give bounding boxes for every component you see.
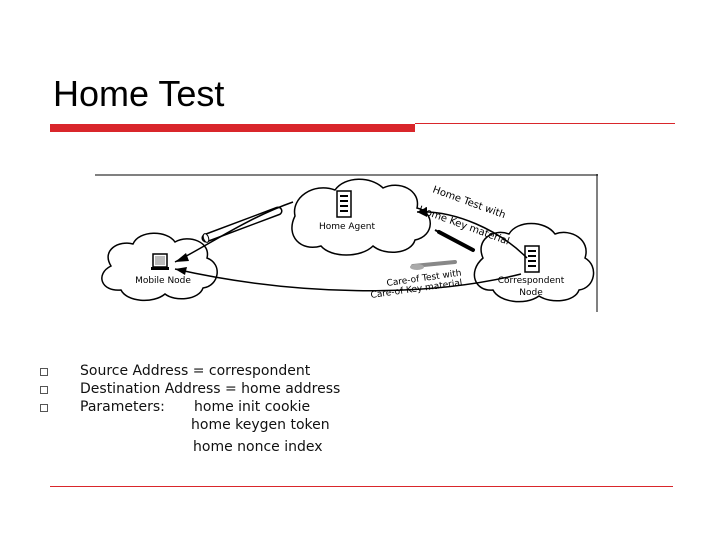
correspondent-node-label-line2: Node <box>519 288 543 298</box>
home-agent-cloud <box>291 178 431 256</box>
care-of-key-pen-icon <box>410 260 457 270</box>
destination-address-line: Destination Address = home address <box>80 381 341 397</box>
correspondent-node-label-line1: Correspondent <box>498 276 565 286</box>
mobile-node-label: Mobile Node <box>135 276 191 286</box>
home-init-cookie: home init cookie <box>194 399 311 415</box>
arrow-correspondent-to-mobile-node <box>174 267 522 292</box>
arrow-correspondent-to-home-agent <box>416 207 528 259</box>
home-key-pen-icon <box>434 229 475 252</box>
title-underline-red <box>50 124 415 132</box>
arrow-home-agent-to-mobile-node <box>174 201 294 263</box>
bottom-rule <box>50 486 673 487</box>
home-keygen-token: home keygen token <box>191 417 330 433</box>
parameters-label: Parameters: <box>80 399 165 415</box>
title-underline-thin <box>415 123 675 124</box>
tunnel-tube <box>201 206 283 243</box>
bullet-2 <box>40 386 48 394</box>
mobile-node-laptop-icon <box>151 253 169 270</box>
mobility-diagram: Home Agent Mobile Node Correspondent Nod… <box>95 174 598 312</box>
bullet-1 <box>40 368 48 376</box>
home-nonce-index: home nonce index <box>193 439 323 455</box>
slide-title: Home Test <box>53 73 225 114</box>
home-agent-server-icon <box>336 190 352 218</box>
bullet-3 <box>40 404 48 412</box>
source-address-line: Source Address = correspondent <box>80 363 311 379</box>
home-agent-label: Home Agent <box>319 222 376 232</box>
correspondent-node-server-icon <box>524 245 540 273</box>
